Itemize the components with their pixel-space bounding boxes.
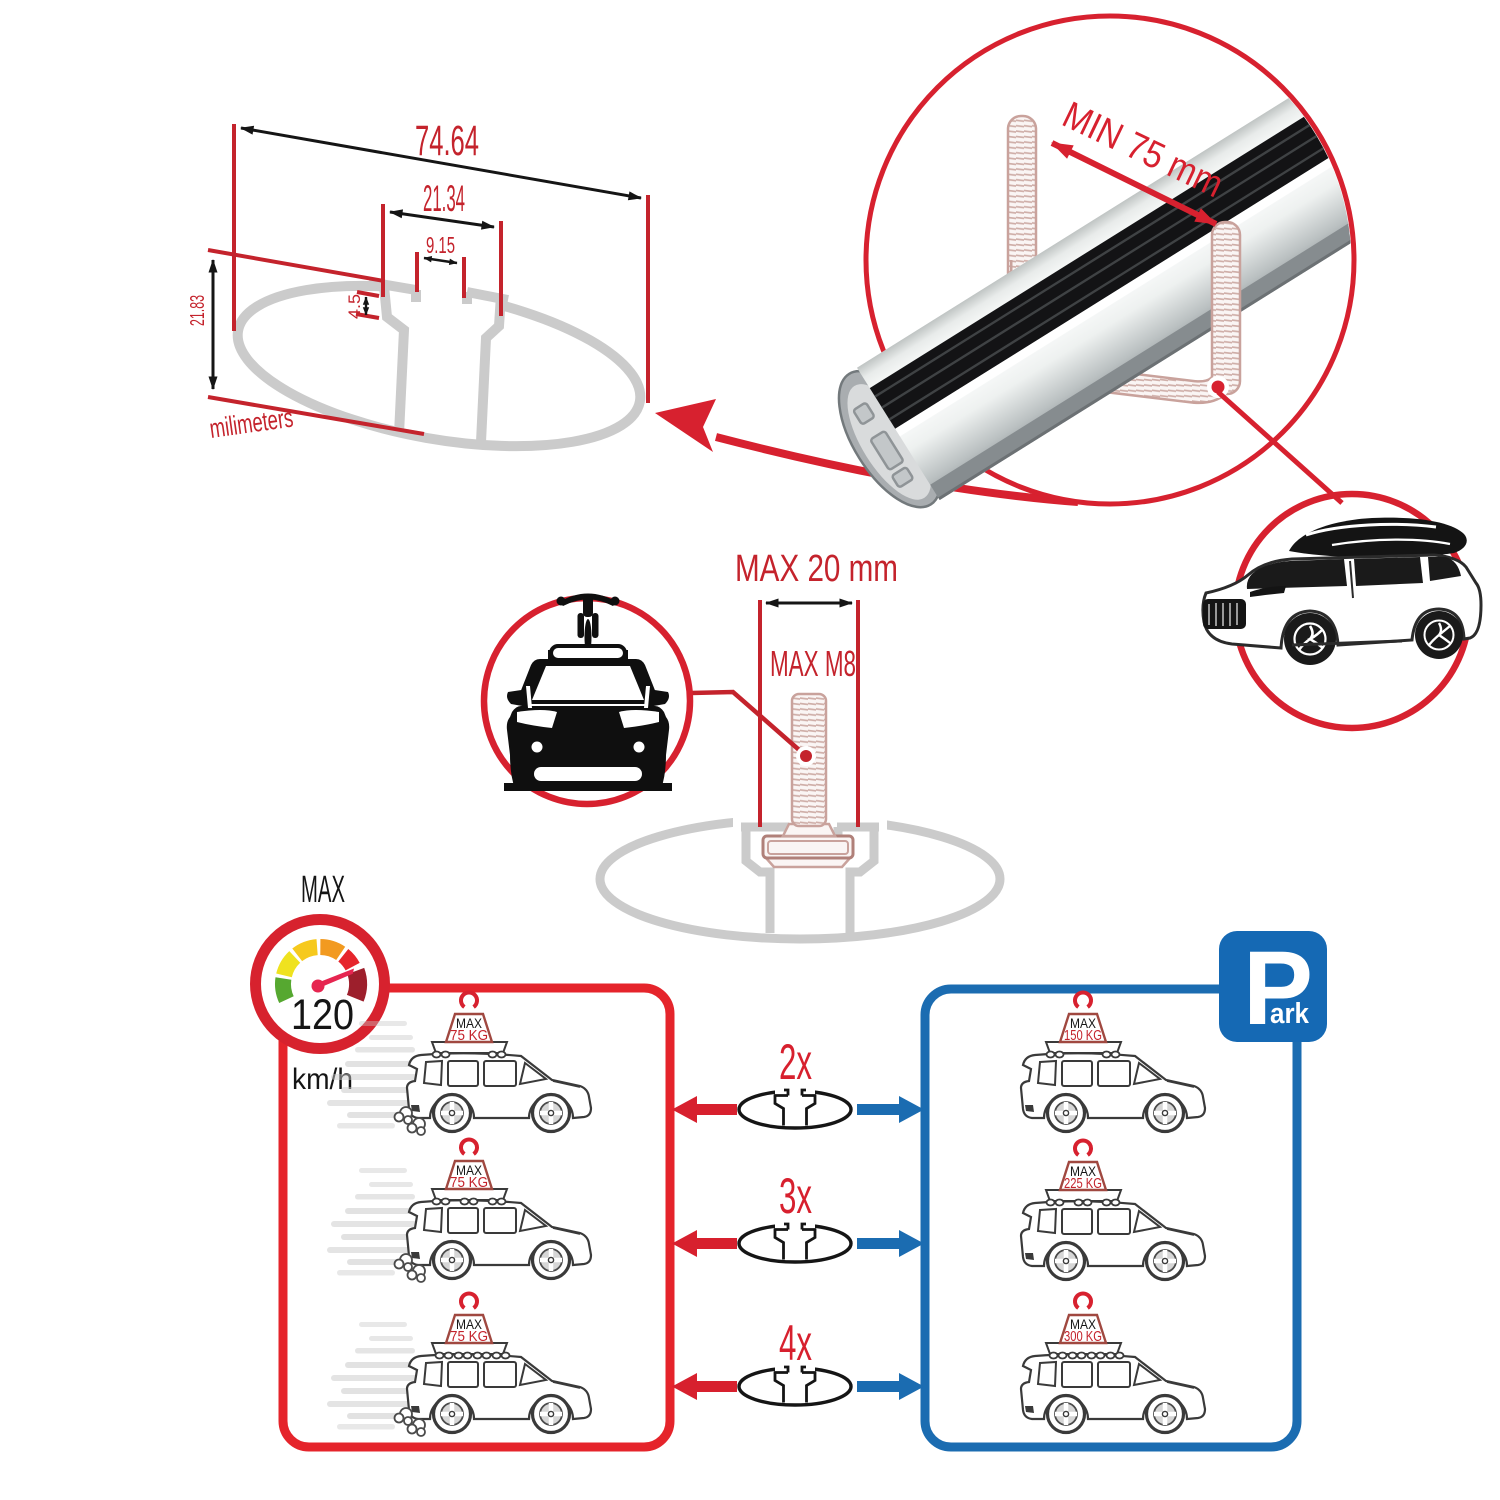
svg-text:MAX: MAX	[1070, 1163, 1097, 1179]
svg-text:MAX: MAX	[301, 869, 345, 911]
svg-text:MAX 20 mm: MAX 20 mm	[735, 548, 898, 590]
svg-text:MAX M8: MAX M8	[770, 643, 856, 684]
svg-text:3x: 3x	[779, 1168, 812, 1224]
svg-text:300 KG: 300 KG	[1064, 1329, 1102, 1345]
svg-text:120: 120	[291, 991, 354, 1039]
svg-text:225 KG: 225 KG	[1064, 1176, 1102, 1192]
svg-text:MAX: MAX	[1070, 1015, 1097, 1031]
svg-text:150 KG: 150 KG	[1064, 1028, 1102, 1044]
svg-text:4x: 4x	[779, 1315, 812, 1371]
svg-text:75 KG: 75 KG	[450, 1174, 488, 1191]
svg-text:75 KG: 75 KG	[450, 1027, 488, 1044]
svg-text:21.83: 21.83	[187, 295, 209, 326]
svg-text:MAX: MAX	[1070, 1316, 1097, 1332]
svg-text:21.34: 21.34	[423, 178, 465, 219]
svg-text:MAX: MAX	[456, 1316, 483, 1332]
svg-text:ark: ark	[1270, 998, 1310, 1030]
svg-text:P: P	[1243, 930, 1313, 1047]
svg-text:75 KG: 75 KG	[450, 1328, 488, 1345]
svg-text:2x: 2x	[779, 1034, 812, 1090]
svg-text:MAX: MAX	[456, 1162, 483, 1178]
svg-text:9.15: 9.15	[426, 232, 455, 258]
svg-text:4.5: 4.5	[345, 294, 364, 319]
svg-text:74.64: 74.64	[415, 117, 479, 165]
svg-text:MAX: MAX	[456, 1015, 483, 1031]
